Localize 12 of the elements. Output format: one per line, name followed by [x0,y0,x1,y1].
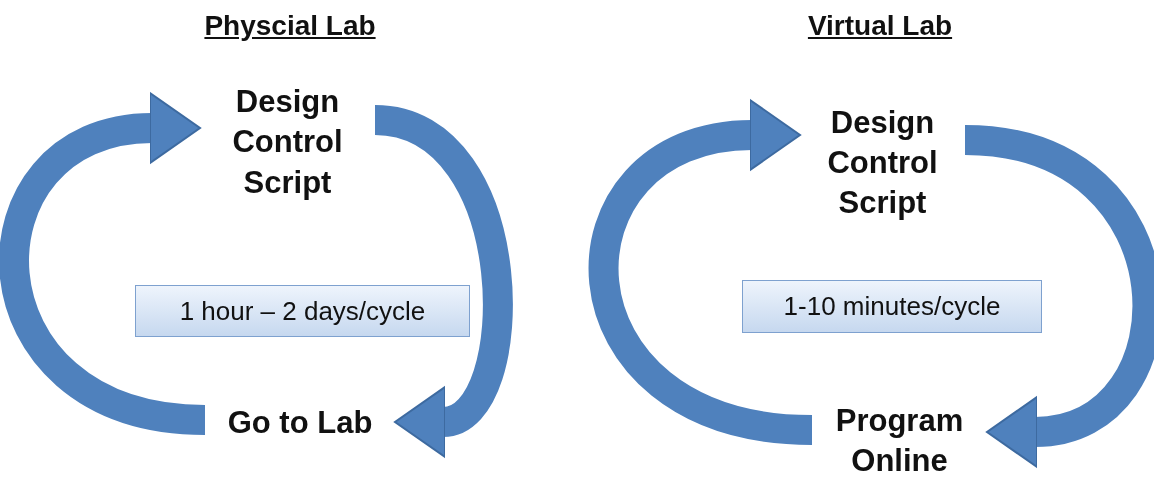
step-label: Design Control Script [200,75,375,210]
section-heading: Physcial Lab [204,10,376,42]
cycle-time-box: 1 hour – 2 days/cycle [135,285,470,337]
step-label: Go to Lab [205,398,395,448]
curved-arrow [372,105,513,456]
curved-arrow [589,99,814,445]
section-heading: Virtual Lab [807,10,953,42]
curved-arrow [963,125,1154,468]
step-label: Program Online [812,398,987,484]
step-label: Design Control Script [800,88,965,238]
curved-arrow [0,92,207,435]
cycle-time-box: 1-10 minutes/cycle [742,280,1042,333]
